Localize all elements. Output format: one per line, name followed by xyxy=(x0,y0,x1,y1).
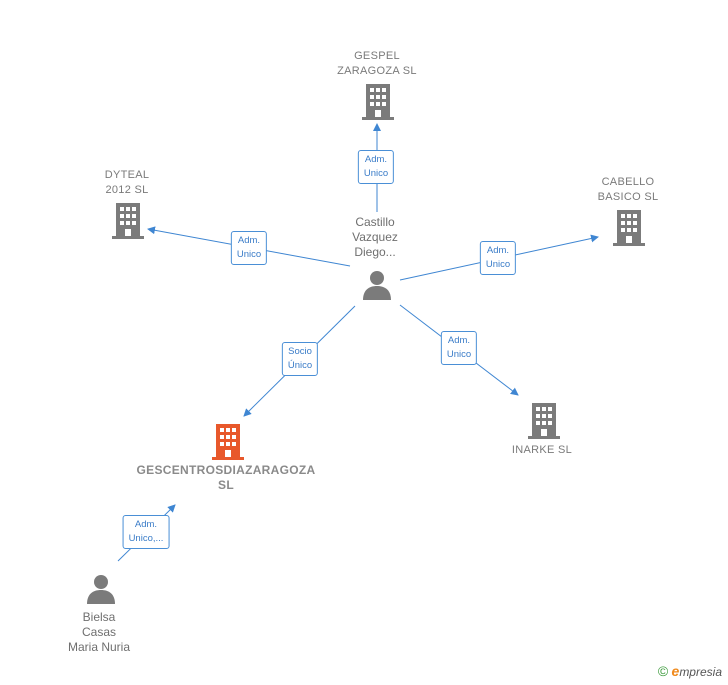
building-icon[interactable] xyxy=(112,203,144,239)
bielsa-line3: Maria Nuria xyxy=(67,640,131,654)
edge-label-line1: Adm. xyxy=(447,335,471,346)
building-icon[interactable] xyxy=(613,210,645,246)
edge-label-cabello[interactable]: Adm. Unico xyxy=(479,241,517,275)
node-castillo-label: Castillo Vazquez Diego... xyxy=(352,215,398,260)
dyteal-line1: DYTEAL xyxy=(104,169,150,181)
edge-label-line2: Único xyxy=(287,360,313,371)
person-icon[interactable] xyxy=(86,574,116,604)
bielsa-line2: Casas xyxy=(81,625,117,639)
edge-label-line2: Unico,... xyxy=(128,533,164,544)
bielsa-line1: Bielsa xyxy=(82,610,116,624)
gescentros-line1: GESCENTROSDIAZARAGOZA xyxy=(136,463,316,477)
node-gescentros-label: GESCENTROSDIAZARAGOZA SL xyxy=(137,463,316,493)
cabello-line1: CABELLO xyxy=(601,176,655,188)
edge-label-bielsa[interactable]: Adm. Unico,... xyxy=(122,515,170,549)
node-bielsa-label: Bielsa Casas Maria Nuria xyxy=(68,610,130,655)
castillo-line1: Castillo xyxy=(355,215,395,229)
edge-label-line1: Adm. xyxy=(134,519,158,530)
building-icon[interactable] xyxy=(362,84,394,120)
edge-label-line2: Unico xyxy=(485,259,511,270)
inarke-line1: INARKE SL xyxy=(511,444,573,456)
building-icon[interactable] xyxy=(528,403,560,439)
edge-label-gescentros[interactable]: Socio Único xyxy=(281,342,319,376)
node-gespel-label: GESPEL ZARAGOZA SL xyxy=(337,49,417,79)
edge-label-line1: Adm. xyxy=(237,235,261,246)
edge-label-line2: Unico xyxy=(446,349,472,360)
gespel-line1: GESPEL xyxy=(354,50,400,62)
gespel-line2: ZARAGOZA SL xyxy=(337,65,417,77)
edge-label-gespel[interactable]: Adm. Unico xyxy=(357,150,395,184)
gescentros-line2: SL xyxy=(218,478,234,492)
building-icon[interactable] xyxy=(212,424,244,460)
node-dyteal-label: DYTEAL 2012 SL xyxy=(105,168,150,198)
edge-label-line1: Socio xyxy=(288,346,312,357)
edge-label-line1: Adm. xyxy=(364,154,388,165)
castillo-line2: Vazquez xyxy=(352,230,398,244)
brand-e: e xyxy=(671,663,680,679)
edge-label-inarke[interactable]: Adm. Unico xyxy=(440,331,478,365)
brand-rest: mpresia xyxy=(679,665,722,679)
person-icon[interactable] xyxy=(362,270,392,300)
edge-label-line1: Adm. xyxy=(486,245,510,256)
dyteal-line2: 2012 SL xyxy=(105,184,149,196)
node-cabello-label: CABELLO BASICO SL xyxy=(598,175,659,205)
cabello-line2: BASICO SL xyxy=(597,191,659,203)
edge-label-line2: Unico xyxy=(236,249,262,260)
copyright-icon: © xyxy=(657,663,669,679)
edge-label-dyteal[interactable]: Adm. Unico xyxy=(230,231,268,265)
empresia-logo: © empresia xyxy=(658,663,722,679)
node-inarke-label: INARKE SL xyxy=(512,443,572,458)
edge-label-line2: Unico xyxy=(363,168,389,179)
castillo-line3: Diego... xyxy=(354,245,396,259)
